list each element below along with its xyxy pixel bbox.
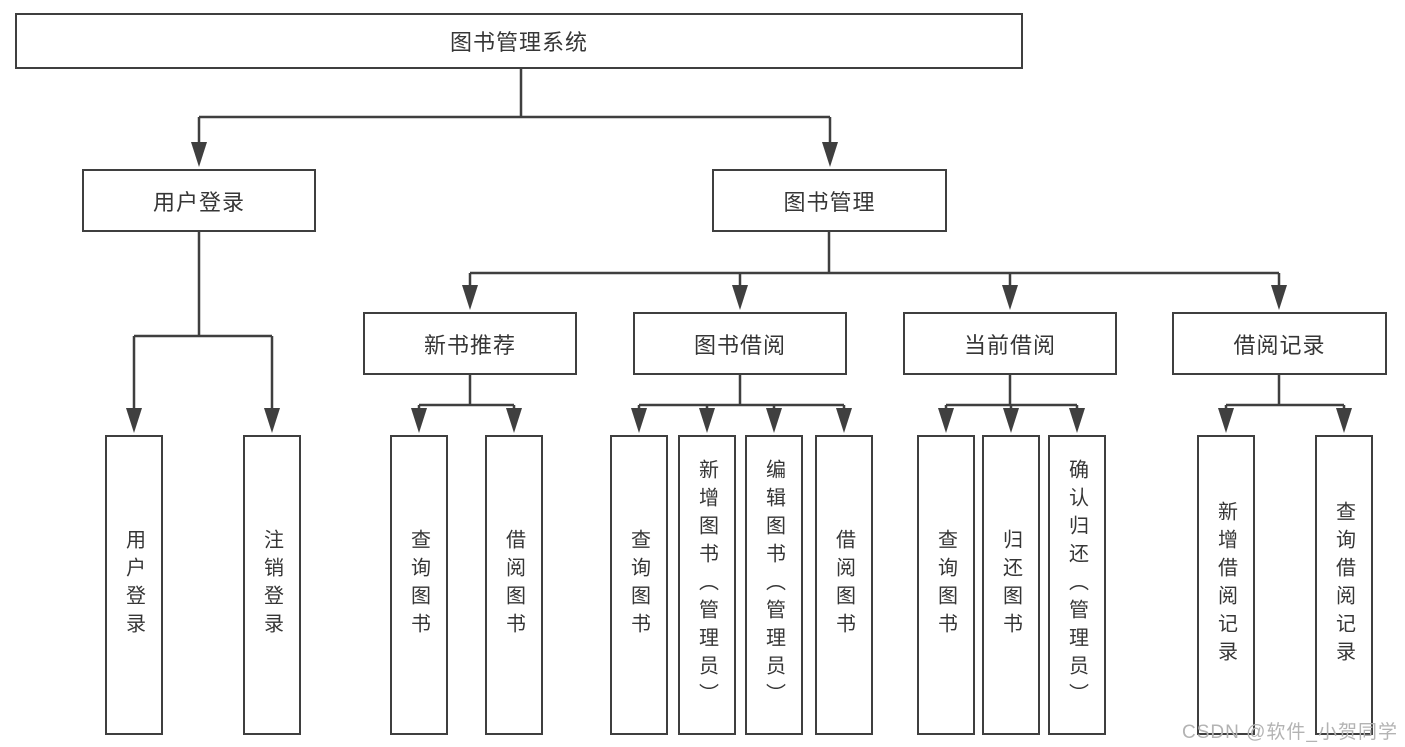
- leaf-query-book-recommend: 查询图书: [390, 435, 448, 735]
- arrowhead: [732, 285, 748, 310]
- arrowhead: [411, 408, 427, 433]
- leaf-edit-book-admin: 编辑图书（管理员）: [745, 435, 803, 735]
- arrowhead: [191, 142, 207, 167]
- node-book-borrow: 图书借阅: [633, 312, 847, 375]
- leaf-borrow-book: 借阅图书: [815, 435, 873, 735]
- leaf-add-borrow-record: 新增借阅记录: [1197, 435, 1255, 735]
- node-borrow-records: 借阅记录: [1172, 312, 1387, 375]
- node-user-login: 用户登录: [82, 169, 316, 232]
- arrowhead: [1218, 408, 1234, 433]
- branch-new-book-recommend: [411, 375, 522, 433]
- arrowhead: [1336, 408, 1352, 433]
- node-library-management-system: 图书管理系统: [15, 13, 1023, 69]
- leaf-query-book-current: 查询图书: [917, 435, 975, 735]
- arrowhead: [126, 408, 142, 433]
- arrowhead: [506, 408, 522, 433]
- branch-borrow-records: [1218, 375, 1352, 433]
- arrowhead: [264, 408, 280, 433]
- leaf-user-login: 用户登录: [105, 435, 163, 735]
- csdn-watermark: CSDN @软件_小贺同学: [1182, 722, 1398, 743]
- branch-book-management: [462, 232, 1287, 310]
- arrowhead: [938, 408, 954, 433]
- arrowhead: [631, 408, 647, 433]
- leaf-return-book: 归还图书: [982, 435, 1040, 735]
- leaf-query-borrow-record: 查询借阅记录: [1315, 435, 1373, 735]
- node-book-management: 图书管理: [712, 169, 947, 232]
- branch-user-login: [126, 232, 280, 433]
- node-new-book-recommend: 新书推荐: [363, 312, 577, 375]
- arrowhead: [822, 142, 838, 167]
- arrowhead: [1271, 285, 1287, 310]
- arrowhead: [462, 285, 478, 310]
- leaf-logout: 注销登录: [243, 435, 301, 735]
- leaf-borrow-book-recommend: 借阅图书: [485, 435, 543, 735]
- branch-current-borrow: [938, 375, 1085, 433]
- arrowhead: [699, 408, 715, 433]
- arrowhead: [1003, 408, 1019, 433]
- leaf-add-book-admin: 新增图书（管理员）: [678, 435, 736, 735]
- leaf-query-book-borrow: 查询图书: [610, 435, 668, 735]
- arrowhead: [1069, 408, 1085, 433]
- branch-root: [191, 69, 838, 167]
- branch-book-borrow: [631, 375, 852, 433]
- arrowhead: [766, 408, 782, 433]
- arrowhead: [1002, 285, 1018, 310]
- leaf-confirm-return-admin: 确认归还（管理员）: [1048, 435, 1106, 735]
- arrowhead: [836, 408, 852, 433]
- node-current-borrow: 当前借阅: [903, 312, 1117, 375]
